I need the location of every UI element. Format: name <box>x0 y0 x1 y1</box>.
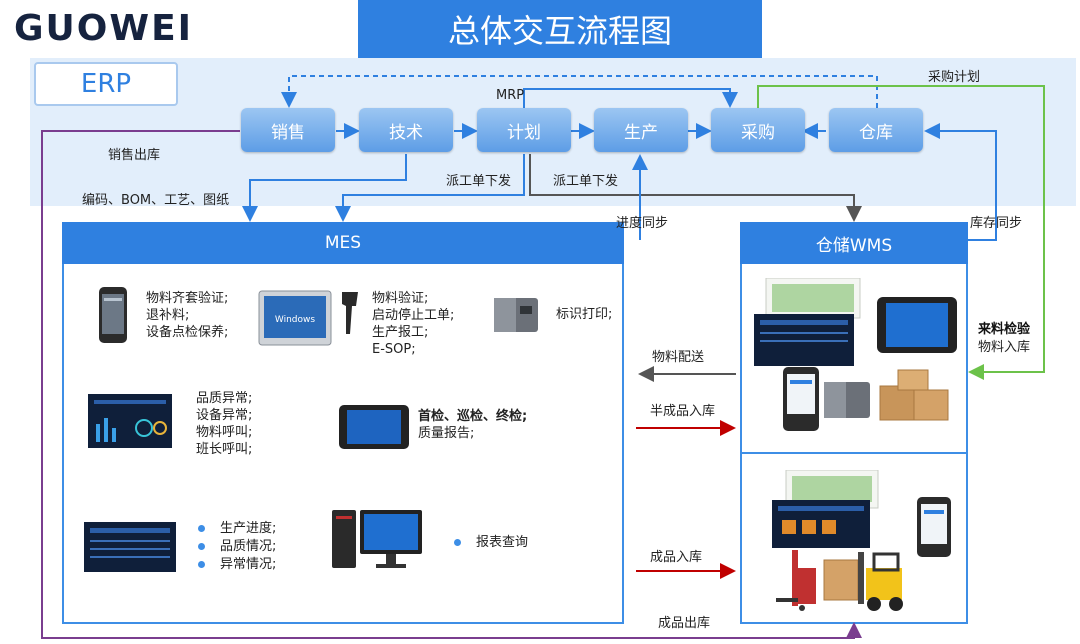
bullet-dot <box>198 561 205 568</box>
cardboard-boxes-icon <box>879 369 949 421</box>
wms-tablet-icon <box>877 297 957 353</box>
wms-handheld-icon <box>783 367 819 431</box>
label-incoming-check: 来料检验 <box>978 322 1031 337</box>
mes-group6-text: 生产进度;品质情况;异常情况; <box>220 521 277 572</box>
label-purchase-plan: 采购计划 <box>928 70 981 85</box>
mes-group2-text: 物料验证;启动停止工单;生产报工;E-SOP; <box>372 291 455 357</box>
report-dashboard-icon <box>84 522 176 572</box>
handheld-phone-icon <box>99 287 127 343</box>
touch-panel-icon: Windows <box>258 290 332 346</box>
bullet-dot <box>198 525 205 532</box>
label-dispatch-wms: 派工单下发 <box>553 174 619 189</box>
label-tech-data: 编码、BOM、工艺、图纸 <box>82 193 230 208</box>
mes-group3-text: 标识打印; <box>556 307 613 322</box>
wms-lower-screens-icon <box>772 470 879 548</box>
forklift-icon <box>823 552 903 611</box>
label-progress-sync: 进度同步 <box>616 216 669 231</box>
label-dispatch-mes: 派工单下发 <box>446 174 512 189</box>
company-logo: GUOWEI <box>14 8 194 49</box>
andon-dashboard-icon <box>88 394 172 448</box>
wms-screens-icon <box>754 278 861 366</box>
label-printer-icon <box>494 298 538 332</box>
wms-lower-handheld-icon <box>917 497 951 557</box>
label-finished-out: 成品出库 <box>658 616 711 631</box>
bullet-dot <box>454 539 461 546</box>
page-title: 总体交互流程图 <box>358 0 762 58</box>
label-material-in: 物料入库 <box>978 340 1031 355</box>
label-finished-in: 成品入库 <box>650 550 703 565</box>
node-purchase: 采购 <box>711 108 805 152</box>
windows-logo-text: Windows <box>275 315 315 325</box>
label-sales-out: 销售出库 <box>108 148 161 163</box>
label-semi-in: 半成品入库 <box>650 404 716 419</box>
stacker-forklift-icon <box>776 550 816 611</box>
bullet-dot <box>198 543 205 550</box>
barcode-scanner-icon <box>342 292 358 334</box>
label-mrp: MRP <box>496 88 525 103</box>
node-production: 生产 <box>594 108 688 152</box>
mes-title: MES <box>62 222 624 264</box>
mes-group4-text: 品质异常;设备异常;物料呼叫;班长呼叫; <box>196 391 253 457</box>
wms-printer-icon <box>824 382 870 418</box>
wms-divider <box>742 452 966 454</box>
desktop-computer-icon <box>332 510 422 568</box>
label-inventory-sync: 库存同步 <box>970 216 1023 231</box>
node-warehouse: 仓库 <box>829 108 923 152</box>
wms-title: 仓储WMS <box>740 222 968 264</box>
node-tech: 技术 <box>359 108 453 152</box>
erp-label: ERP <box>34 62 178 106</box>
mes-group7-text: 报表查询 <box>476 535 529 550</box>
rugged-tablet-icon <box>339 405 409 449</box>
mes-group1-text: 物料齐套验证;退补料;设备点检保养; <box>146 291 229 340</box>
node-sales: 销售 <box>241 108 335 152</box>
mes-group5-text: 首检、巡检、终检;质量报告; <box>418 409 528 441</box>
node-plan: 计划 <box>477 108 571 152</box>
label-material-delivery: 物料配送 <box>652 350 705 365</box>
